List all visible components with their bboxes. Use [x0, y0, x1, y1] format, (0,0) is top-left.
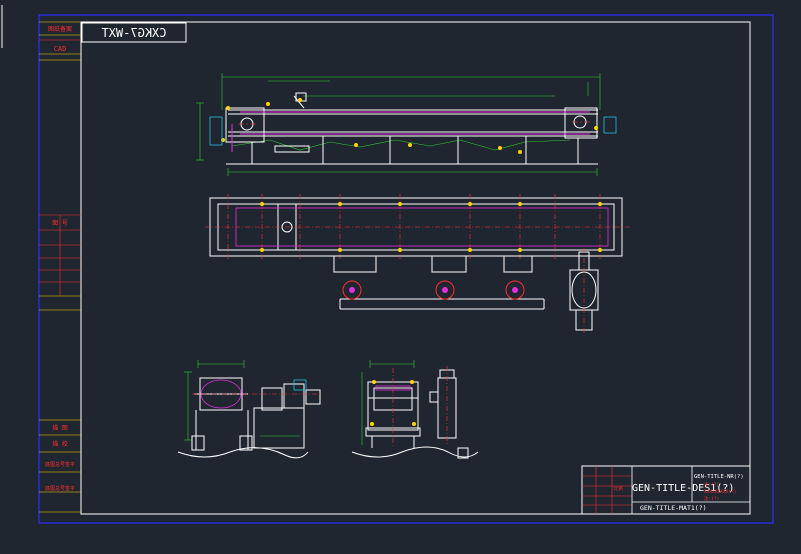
plan-view — [205, 194, 630, 334]
outer-frame — [38, 14, 774, 524]
stamp-label-bottom-4: 底图总号签字 — [45, 485, 75, 492]
left-stamp-strip — [39, 21, 81, 513]
title-note-red-3: 注:(?) — [704, 495, 719, 502]
title-block — [581, 465, 751, 515]
drive-end-view — [177, 360, 322, 459]
drawing-code-box — [81, 22, 187, 43]
title-note-red-1: 注:(?) — [704, 481, 719, 488]
inner-border — [80, 21, 751, 515]
stamp-label-cad: CAD — [54, 45, 67, 53]
title-description: GEN-TITLE-DES1(?) — [632, 483, 734, 494]
title-material: GEN-TITLE-MAT1(?) — [640, 504, 707, 512]
stamp-label-mid: 图 号 — [52, 220, 68, 227]
stamp-label-top: 图纸备案 — [48, 25, 72, 33]
stamp-label-bottom-1: 描 图 — [52, 424, 68, 432]
title-number: GEN-TITLE-NR(?) — [694, 474, 744, 480]
side-elevation-view — [196, 73, 617, 176]
title-scale-label: 比例 — [614, 485, 623, 492]
cross-section-view — [351, 360, 479, 459]
drawing-code-mirrored: CXKG7-WXT — [101, 26, 166, 40]
title-note-red-2: XXXXXXXXX(?) — [704, 489, 737, 495]
stamp-label-bottom-2: 描 校 — [52, 440, 68, 448]
stamp-label-bottom-3: 底图总号签字 — [45, 461, 75, 468]
